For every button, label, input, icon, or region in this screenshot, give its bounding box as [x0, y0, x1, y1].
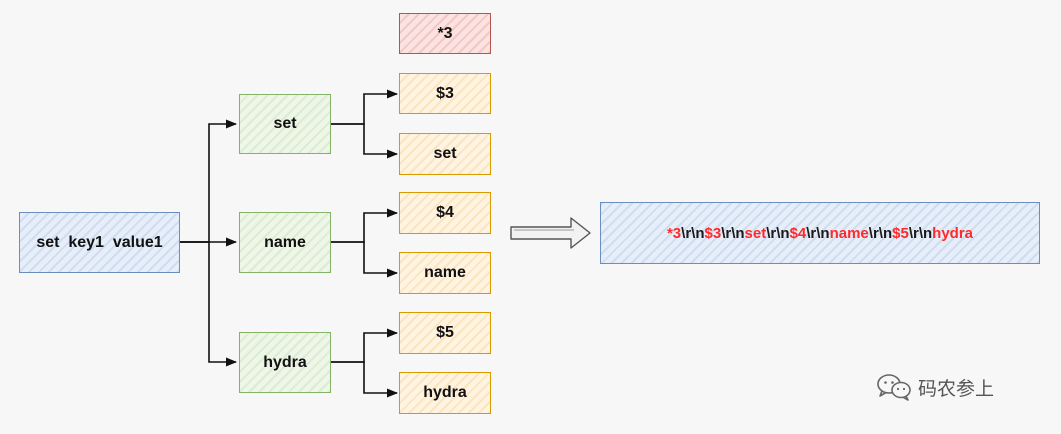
command-label: set key1 value1: [36, 233, 163, 251]
watermark-text: 码农参上: [918, 377, 995, 400]
value-box-hydra: hydra: [399, 372, 491, 414]
length-box-name: $4: [399, 192, 491, 234]
name-connectors: [331, 208, 399, 278]
token-box-set: set: [239, 94, 331, 154]
value-box-set: set: [399, 133, 491, 175]
value-box-name: name: [399, 252, 491, 294]
length-box-set: $3: [399, 73, 491, 114]
token-box-name: name: [239, 212, 331, 273]
resp-segment: name: [829, 224, 869, 242]
watermark: 码农参上: [876, 370, 994, 404]
resp-segment: $5: [892, 224, 909, 242]
transform-arrow-icon: [510, 217, 591, 249]
resp-segment: set: [744, 224, 767, 242]
token-label: hydra: [263, 353, 307, 371]
length-label: $5: [436, 324, 454, 341]
length-box-hydra: $5: [399, 312, 491, 354]
resp-result-text: *3\r\n$3\r\nset\r\n$4\r\nname\r\n$5\r\nh…: [667, 225, 973, 242]
resp-result-box: *3\r\n$3\r\nset\r\n$4\r\nname\r\n$5\r\nh…: [600, 202, 1040, 264]
resp-segment: \r\n: [766, 224, 790, 242]
resp-segment: hydra: [932, 224, 974, 242]
token-box-hydra: hydra: [239, 332, 331, 393]
resp-segment: \r\n: [806, 224, 830, 242]
connector-source-set: [180, 119, 238, 243]
resp-segment: $4: [789, 224, 807, 242]
connector-source-hydra: [180, 241, 238, 367]
command-box: set key1 value1: [19, 212, 180, 273]
source-connectors: [180, 119, 238, 367]
length-label: $3: [436, 84, 454, 102]
token-label: set: [273, 115, 297, 132]
resp-segment: *3: [666, 224, 682, 242]
array-header-label: *3: [437, 24, 453, 42]
resp-segment: \r\n: [908, 224, 933, 242]
resp-segment: \r\n: [721, 224, 745, 242]
value-label: set: [433, 145, 457, 162]
array-header-box: *3: [399, 13, 491, 54]
set-connectors: [331, 89, 399, 159]
length-label: $4: [436, 204, 454, 221]
wechat-icon: [877, 374, 911, 401]
resp-segment: \r\n: [681, 224, 705, 242]
resp-segment: \r\n: [868, 224, 893, 242]
value-label: hydra: [423, 384, 467, 401]
value-label: name: [424, 264, 466, 281]
token-label: name: [264, 233, 306, 251]
resp-segment: $3: [704, 224, 722, 242]
hydra-connectors: [331, 328, 399, 398]
